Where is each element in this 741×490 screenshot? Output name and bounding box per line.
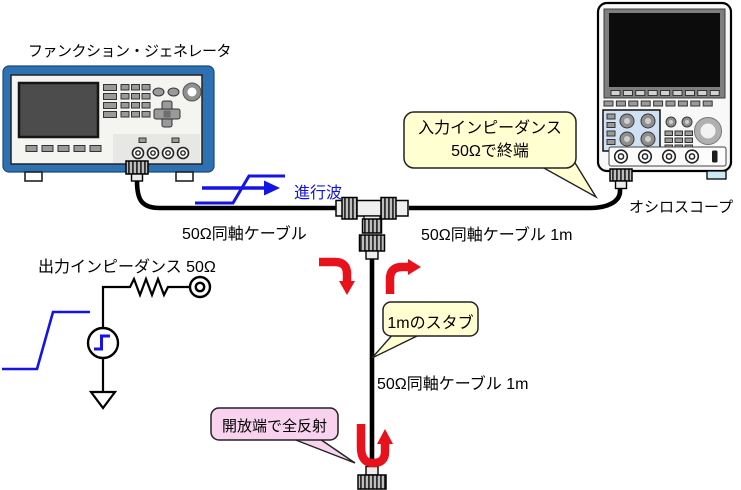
scope-foot xyxy=(706,170,727,180)
scope-bezel-buttons xyxy=(610,90,720,96)
fg-foot xyxy=(175,171,194,182)
oscilloscope-label: オシロスコープ xyxy=(629,199,734,216)
stub-cable-label: 50Ω同軸ケーブル 1m xyxy=(377,376,529,393)
scope-panel-buttons xyxy=(606,113,616,145)
callout-input-impedance-text: 入力インピーダンス 50Ωで終端 xyxy=(404,117,576,163)
scope-input-connector xyxy=(609,168,633,190)
scope-probe-slot xyxy=(712,150,718,163)
fg-rotary-knob xyxy=(182,82,202,102)
callout-open-end-text: 開放端で全反射 xyxy=(221,418,327,435)
scope-trigger-knobs xyxy=(665,116,693,128)
fg-screen xyxy=(17,81,100,139)
fg-bnc-outputs xyxy=(131,146,190,160)
oscilloscope-device xyxy=(596,1,733,180)
fg-oval-button xyxy=(152,87,165,97)
coax-cable-left-label: 50Ω同軸ケーブル xyxy=(182,226,307,243)
coax-cable-right-label: 50Ω同軸ケーブル 1m xyxy=(421,227,573,244)
red-arrow-into-stub xyxy=(319,257,355,295)
red-arrow-out-of-stub xyxy=(385,259,421,294)
scope-channel-knobs xyxy=(619,113,656,147)
fg-softkey-buttons xyxy=(103,84,117,118)
fg-function-buttons-row xyxy=(25,145,102,152)
fg-output-connector xyxy=(125,160,149,182)
function-generator-device xyxy=(2,65,215,182)
callout-input-impedance-line2: 50Ωで終端 xyxy=(451,143,529,160)
scope-bnc-inputs xyxy=(613,149,700,164)
fg-arrow-pad xyxy=(153,100,181,128)
fg-keypad-grid xyxy=(120,84,151,118)
fg-oval-button xyxy=(167,87,180,97)
step-waveform-small xyxy=(2,310,90,371)
red-arrow-reflection-uturn xyxy=(356,424,393,468)
traveling-wave-icon xyxy=(195,174,285,205)
open-end-connector xyxy=(357,465,387,490)
function-generator-label: ファンクション・ジェネレータ xyxy=(28,43,232,60)
scope-big-knob xyxy=(694,117,722,145)
t-junction-adapter xyxy=(335,196,409,260)
fg-foot xyxy=(24,171,43,182)
callout-input-impedance-line1: 入力インピーダンス xyxy=(418,120,562,137)
source-circuit xyxy=(86,275,212,410)
callout-stub-text: 1mのスタブ xyxy=(387,315,474,332)
callout-stub-bubble xyxy=(371,301,479,359)
scope-menu-buttons xyxy=(603,100,713,107)
traveling-wave-label: 進行波 xyxy=(294,185,343,202)
callout-open-end-bubble xyxy=(210,407,356,464)
ground-symbol xyxy=(88,390,118,410)
scope-screen xyxy=(609,13,720,87)
coax-cable-left xyxy=(134,180,338,211)
coax-cable-right xyxy=(409,188,623,211)
callout-input-impedance-bubble xyxy=(403,111,598,199)
resistor-symbol xyxy=(125,275,189,299)
output-impedance-label: 出力インピーダンス 50Ω xyxy=(38,259,216,276)
